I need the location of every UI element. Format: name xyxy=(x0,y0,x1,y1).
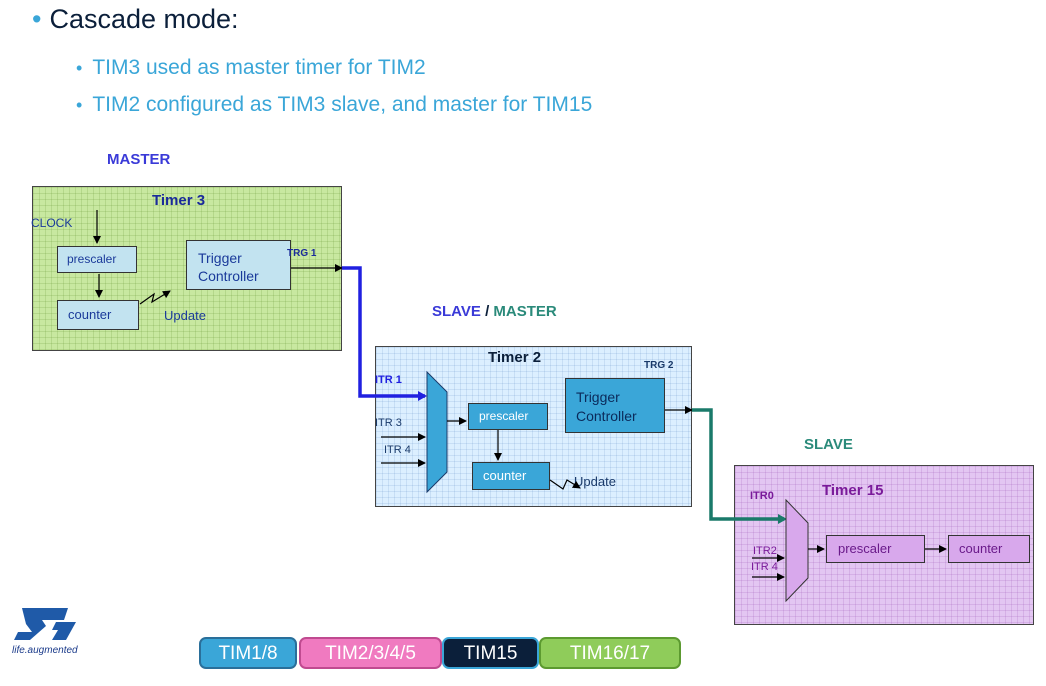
tab-tim1-8-label: TIM1/8 xyxy=(218,643,278,664)
tab-tim16-17-label: TIM16/17 xyxy=(569,643,651,664)
timer3-prescaler-label: prescaler xyxy=(67,252,117,266)
timer15-counter-label: counter xyxy=(959,541,1003,556)
bullet-sub-2-text: TIM2 configured as TIM3 slave, and maste… xyxy=(92,93,593,116)
timer3-counter-label: counter xyxy=(68,307,112,322)
bullet-dot: • xyxy=(32,4,42,34)
timer2-counter-block: counter xyxy=(472,462,550,490)
timer2-itr4-label: ITR 4 xyxy=(384,444,411,456)
bullet-sub-1-text: TIM3 used as master timer for TIM2 xyxy=(92,56,426,79)
bullet-dot: • xyxy=(76,58,83,78)
timer2-prescaler-label: prescaler xyxy=(479,409,529,423)
timer2-prescaler-block: prescaler xyxy=(468,403,548,430)
timer3-prescaler-block: prescaler xyxy=(57,246,137,273)
timer15-counter-block: counter xyxy=(948,535,1030,563)
st-logo-icon xyxy=(14,608,76,640)
timer3-counter-block: counter xyxy=(57,300,139,330)
timer2-itr3-label: ITR 3 xyxy=(375,417,402,429)
timer3-trigger-line2: Controller xyxy=(198,268,259,284)
role-slave-master-label: SLAVE / MASTER xyxy=(432,303,557,320)
timer15-prescaler-label: prescaler xyxy=(838,541,892,556)
timer3-update-label: Update xyxy=(164,308,206,323)
bullet-sub-2: • TIM2 configured as TIM3 slave, and mast… xyxy=(76,93,592,117)
bullet-main-text: Cascade mode: xyxy=(49,4,239,34)
trg2-to-itr0-wire xyxy=(692,408,784,521)
trg1-to-itr1-wire xyxy=(342,266,425,398)
timer15-prescaler-block: prescaler xyxy=(826,535,925,563)
timer15-itr4-label: ITR 4 xyxy=(751,561,778,573)
timer2-title: Timer 2 xyxy=(488,349,542,366)
timer15-title: Timer 15 xyxy=(822,482,884,499)
timer2-itr1-label: ITR 1 xyxy=(375,374,402,386)
tab-tim2-3-4-5-label: TIM2/3/4/5 xyxy=(325,643,416,664)
timer2-trigger-line1: Trigger xyxy=(576,389,620,405)
timer2-counter-label: counter xyxy=(483,468,527,483)
trg2-wire-arrowhead xyxy=(778,514,787,524)
tab-tim16-17[interactable]: TIM16/17 xyxy=(539,637,681,669)
tab-tim15-label: TIM15 xyxy=(463,643,518,664)
timer3-update-arrow xyxy=(139,290,171,305)
timer2-mux-icon xyxy=(426,370,448,494)
timer2-trigger-line2: Controller xyxy=(576,408,637,424)
timer15-mux-icon xyxy=(785,498,809,603)
tab-tim2-3-4-5[interactable]: TIM2/3/4/5 xyxy=(299,637,442,669)
tab-tim15[interactable]: TIM15 xyxy=(442,637,539,669)
role-slave-label: SLAVE xyxy=(804,436,853,453)
role-separator: / xyxy=(480,303,494,320)
timer2-update-label: Update xyxy=(574,474,616,489)
role-master-label: MASTER xyxy=(107,151,171,168)
bullet-dot: • xyxy=(76,95,83,115)
timer15-itr0-label: ITR0 xyxy=(750,490,774,502)
role-slave-text: SLAVE xyxy=(432,303,481,320)
trg1-wire-arrowhead xyxy=(418,391,427,401)
logo-tagline: life.augmented xyxy=(12,645,78,656)
timer15-itr2-label: ITR2 xyxy=(753,545,777,557)
role-master-text: MASTER xyxy=(493,303,557,320)
timer2-update-arrow xyxy=(549,479,581,490)
timer3-clock-label: CLOCK xyxy=(31,216,73,230)
bullet-sub-1: • TIM3 used as master timer for TIM2 xyxy=(76,56,426,80)
timer3-trg1-label: TRG 1 xyxy=(287,248,317,259)
timer3-trigger-line1: Trigger xyxy=(198,250,242,266)
timer2-trg2-label: TRG 2 xyxy=(644,360,674,371)
bullet-main: •Cascade mode: xyxy=(32,4,239,35)
tab-tim1-8[interactable]: TIM1/8 xyxy=(199,637,297,669)
timer3-title: Timer 3 xyxy=(152,192,206,209)
